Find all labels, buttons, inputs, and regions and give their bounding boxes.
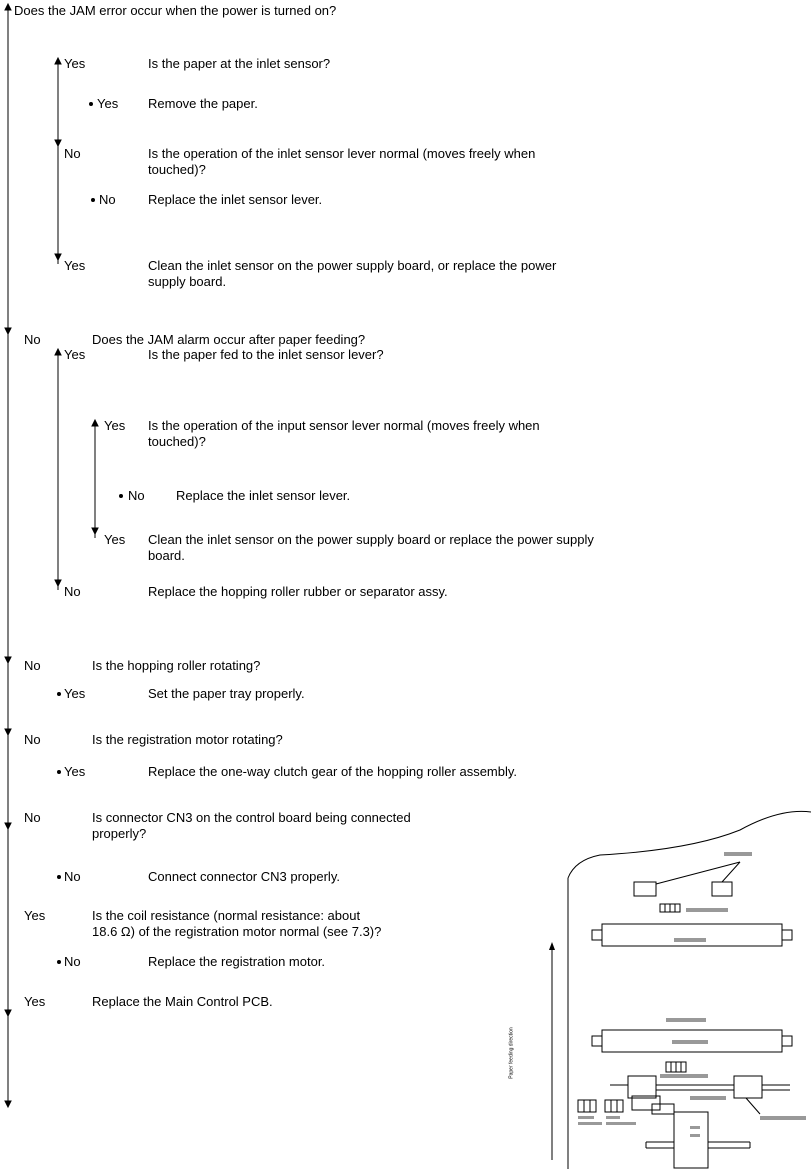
question-input-lever-normal: Is the operation of the input sensor lev… [148, 418, 540, 433]
action-clean-inlet-sensor-2: Clean the inlet sensor on the power supp… [148, 532, 594, 547]
answer-no: No [64, 869, 81, 884]
question-coil-resistance: Is the coil resistance (normal resistanc… [92, 908, 361, 923]
question-registration-motor-rotating: Is the registration motor rotating? [92, 732, 283, 747]
question-inlet-lever-normal-cont: touched)? [148, 162, 206, 177]
action-replace-main-pcb: Replace the Main Control PCB. [92, 994, 273, 1009]
action-clean-inlet-sensor-cont: supply board. [148, 274, 227, 289]
question-paper-at-inlet: Is the paper at the inlet sensor? [148, 56, 331, 71]
answer-no: No [24, 332, 41, 347]
answer-yes: Yes [64, 347, 86, 362]
question-cn3-connected-cont: properly? [92, 826, 147, 841]
question-coil-resistance-cont: 18.6 Ω) of the registration motor normal… [92, 924, 382, 939]
answer-no: No [64, 146, 81, 161]
action-replace-clutch-gear: Replace the one-way clutch gear of the h… [148, 764, 518, 779]
action-connect-cn3: Connect connector CN3 properly. [148, 869, 340, 884]
action-remove-paper: Remove the paper. [148, 96, 258, 111]
answer-no: No [99, 192, 116, 207]
answer-yes: Yes [64, 686, 86, 701]
action-set-paper-tray: Set the paper tray properly. [148, 686, 305, 701]
question-input-lever-normal-cont: touched)? [148, 434, 206, 449]
question-jam-on-power: Does the JAM error occur when the power … [14, 3, 337, 18]
answer-yes: Yes [104, 418, 126, 433]
feed-direction-label: Paper feeding direction [508, 1027, 515, 1079]
action-replace-registration-motor: Replace the registration motor. [148, 954, 326, 969]
answer-no: No [64, 584, 81, 599]
answer-no: No [64, 954, 81, 969]
question-jam-after-feeding: Does the JAM alarm occur after paper fee… [92, 332, 366, 347]
action-replace-hopping-roller: Replace the hopping roller rubber or sep… [148, 584, 448, 599]
action-clean-inlet-sensor: Clean the inlet sensor on the power supp… [148, 258, 557, 273]
answer-no: No [24, 658, 41, 673]
question-hopping-roller-rotating: Is the hopping roller rotating? [92, 658, 261, 673]
action-replace-inlet-lever: Replace the inlet sensor lever. [148, 192, 323, 207]
question-inlet-lever-normal: Is the operation of the inlet sensor lev… [148, 146, 536, 161]
answer-yes: Yes [64, 56, 86, 71]
question-paper-fed-to-lever: Is the paper fed to the inlet sensor lev… [148, 347, 384, 362]
answer-yes: Yes [64, 764, 86, 779]
answer-yes: Yes [64, 258, 86, 273]
question-cn3-connected: Is connector CN3 on the control board be… [92, 810, 411, 825]
answer-yes: Yes [24, 908, 46, 923]
action-replace-inlet-lever-2: Replace the inlet sensor lever. [176, 488, 351, 503]
answer-yes: Yes [104, 532, 126, 547]
answer-no: No [24, 810, 41, 825]
answer-yes: Yes [24, 994, 46, 1009]
answer-yes: Yes [97, 96, 119, 111]
answer-no: No [128, 488, 145, 503]
answer-no: No [24, 732, 41, 747]
action-clean-inlet-sensor-2-cont: board. [148, 548, 185, 563]
